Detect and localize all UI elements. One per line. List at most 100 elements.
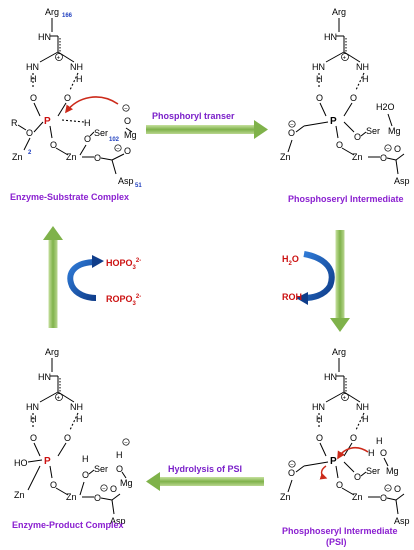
zn-label: Zn [280, 152, 291, 162]
asp-number: 51 [135, 183, 142, 189]
svg-text:O: O [50, 140, 57, 150]
svg-text:−: − [102, 487, 106, 493]
svg-text:−: − [124, 441, 128, 447]
svg-text:−: − [116, 147, 120, 153]
ser-label: Ser [366, 126, 380, 136]
plus-charge-icon [55, 53, 63, 61]
arg-label: Arg [45, 7, 59, 17]
nucleophilic-attack-arrow-icon [65, 96, 119, 114]
label-hydrolysis: Hydrolysis of PSI [168, 464, 242, 474]
svg-text:HN: HN [324, 372, 337, 382]
svg-text:−: − [290, 123, 294, 129]
svg-text:O: O [50, 480, 57, 490]
phosphorus-label: P [330, 116, 337, 127]
asp-label: Asp [394, 176, 410, 186]
water-in-roh-out: H2O ROH [282, 251, 335, 305]
svg-text:NH: NH [356, 62, 369, 72]
svg-text:O: O [64, 93, 71, 103]
svg-text:−: − [290, 463, 294, 469]
svg-text:O: O [30, 93, 37, 103]
structure-phosphoseryl-1: Arg HN + HN NH H H O O P O − O Zn Zn O S… [280, 7, 410, 204]
svg-text:HN: HN [312, 62, 325, 72]
caption-psi-abbrev: (PSI) [326, 537, 347, 547]
water-label: H2O [376, 102, 395, 112]
caption-phosphoseryl-1: Phosphoseryl Intermediate [288, 194, 404, 204]
svg-text:O: O [394, 484, 401, 494]
svg-text:H: H [116, 450, 123, 460]
svg-text:O: O [124, 146, 131, 156]
phosphorus-label: P [330, 456, 337, 467]
svg-text:−: − [386, 487, 390, 493]
arrow-phosphoryl-transfer: Phosphoryl transer [146, 111, 268, 139]
arrow-hydrolysis: Hydrolysis of PSI [146, 464, 264, 491]
arg-number: 166 [62, 13, 73, 19]
svg-text:O: O [394, 144, 401, 154]
arrow-right-down [330, 230, 350, 332]
attack-arrow-icon [337, 446, 369, 460]
svg-text:O: O [64, 433, 71, 443]
caption-phosphoseryl-psi: Phosphoseryl Intermediate [282, 526, 398, 536]
mg-label: Mg [386, 466, 399, 476]
arrow-left-up [43, 226, 63, 328]
label-ropo3: ROPO32- [106, 294, 141, 307]
svg-text:O: O [354, 472, 361, 482]
svg-text:−: − [124, 107, 128, 113]
svg-text:Zn: Zn [352, 152, 363, 162]
svg-text:NH: NH [356, 402, 369, 412]
zn-label: Zn [12, 152, 23, 162]
svg-text:+: + [57, 396, 61, 402]
curved-blue-arrow-icon [303, 251, 335, 301]
svg-text:NH: NH [70, 402, 83, 412]
zn-label: Zn [280, 492, 291, 502]
svg-text:O: O [84, 134, 91, 144]
svg-text:O: O [350, 93, 357, 103]
label-phosphoryl-transfer: Phosphoryl transer [152, 111, 235, 121]
structure-enzyme-substrate: Arg 166 HN + HN NH H H O O P R O O Zn 2 … [10, 7, 142, 202]
svg-text:O: O [350, 433, 357, 443]
svg-text:O: O [316, 433, 323, 443]
svg-text:O: O [380, 153, 387, 163]
svg-text:H: H [316, 414, 323, 424]
label-roh-out: ROH [282, 292, 302, 302]
svg-text:H: H [362, 74, 369, 84]
svg-text:HN: HN [324, 32, 337, 42]
svg-text:O: O [380, 493, 387, 503]
svg-text:H: H [82, 454, 89, 464]
mg-label: Mg [120, 478, 133, 488]
svg-text:O: O [30, 433, 37, 443]
phosphate-release: HOPO32- ROPO32- [67, 255, 141, 307]
zn-label: Zn [14, 490, 25, 500]
svg-text:NH: NH [70, 62, 83, 72]
curved-blue-arrow-icon [67, 259, 97, 301]
svg-text:H: H [76, 74, 83, 84]
svg-text:HN: HN [26, 402, 39, 412]
ser-number: 102 [109, 137, 120, 143]
svg-text:H: H [316, 74, 323, 84]
svg-text:O: O [110, 484, 117, 494]
bond-break-arrow-icon [319, 465, 328, 480]
arg-label: Arg [332, 7, 346, 17]
svg-text:HN: HN [38, 372, 51, 382]
svg-text:O: O [94, 153, 101, 163]
arg-label: Arg [45, 347, 59, 357]
asp-label: Asp [118, 176, 134, 186]
svg-text:+: + [343, 396, 347, 402]
svg-text:+: + [57, 56, 61, 62]
caption-enzyme-substrate: Enzyme-Substrate Complex [10, 192, 129, 202]
structure-enzyme-product: Arg HN + HN NH H H O O P HO O Zn Zn H O … [12, 347, 133, 530]
asp-label: Asp [110, 516, 126, 526]
mg-label: Mg [388, 126, 401, 136]
caption-enzyme-product: Enzyme-Product Complex [12, 520, 124, 530]
svg-text:Zn: Zn [352, 492, 363, 502]
zn-number: 2 [28, 150, 32, 156]
ser-label: Ser [94, 464, 108, 474]
svg-text:H: H [84, 118, 91, 128]
svg-text:O: O [336, 140, 343, 150]
phosphorus-label: P [44, 116, 51, 127]
svg-text:HN: HN [312, 402, 325, 412]
svg-text:O: O [26, 128, 33, 138]
svg-text:O: O [288, 468, 295, 478]
ho-label: HO [14, 458, 28, 468]
ser-label: Ser [94, 128, 108, 138]
